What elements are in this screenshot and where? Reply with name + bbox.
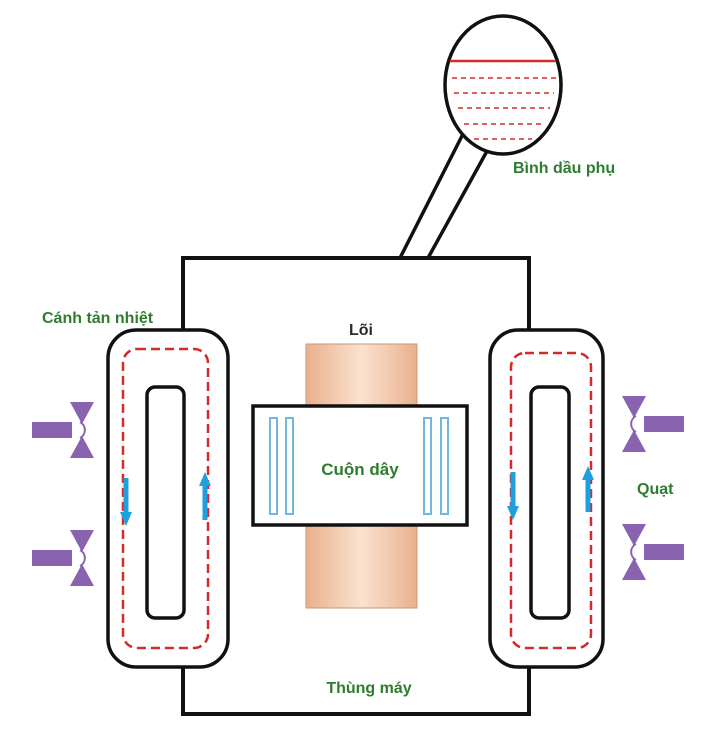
- coil-winding: [269, 417, 278, 515]
- coil-winding: [285, 417, 294, 515]
- right-radiator-inner: [529, 385, 571, 620]
- right-radiator: [488, 328, 605, 669]
- arrow-icon: [507, 472, 519, 520]
- aux-tank-body: [443, 14, 563, 156]
- left-radiator-inner: [145, 385, 186, 620]
- coil: [251, 404, 469, 527]
- coil-label: Cuộn dây: [321, 460, 399, 479]
- core-label: Lõi: [349, 322, 373, 339]
- arrow-icon: [199, 472, 211, 520]
- arrow-icon: [582, 466, 594, 512]
- fan-icon: [32, 402, 94, 458]
- tank-label: Thùng máy: [326, 680, 411, 697]
- coil-winding: [440, 417, 449, 515]
- aux-tank-label: Bình dầu phụ: [513, 160, 615, 177]
- left-radiator-oil-path: [121, 347, 210, 650]
- fan-icon: [622, 524, 684, 580]
- fan-label: Quạt: [637, 481, 674, 498]
- radiator-fin-label: Cánh tản nhiệt: [42, 310, 154, 327]
- left-radiator: [106, 328, 230, 669]
- aux-oil-tank: [398, 14, 563, 260]
- fan-icon: [622, 396, 684, 452]
- fan-icon: [32, 530, 94, 586]
- coil-winding: [423, 417, 432, 515]
- arrow-icon: [120, 478, 132, 526]
